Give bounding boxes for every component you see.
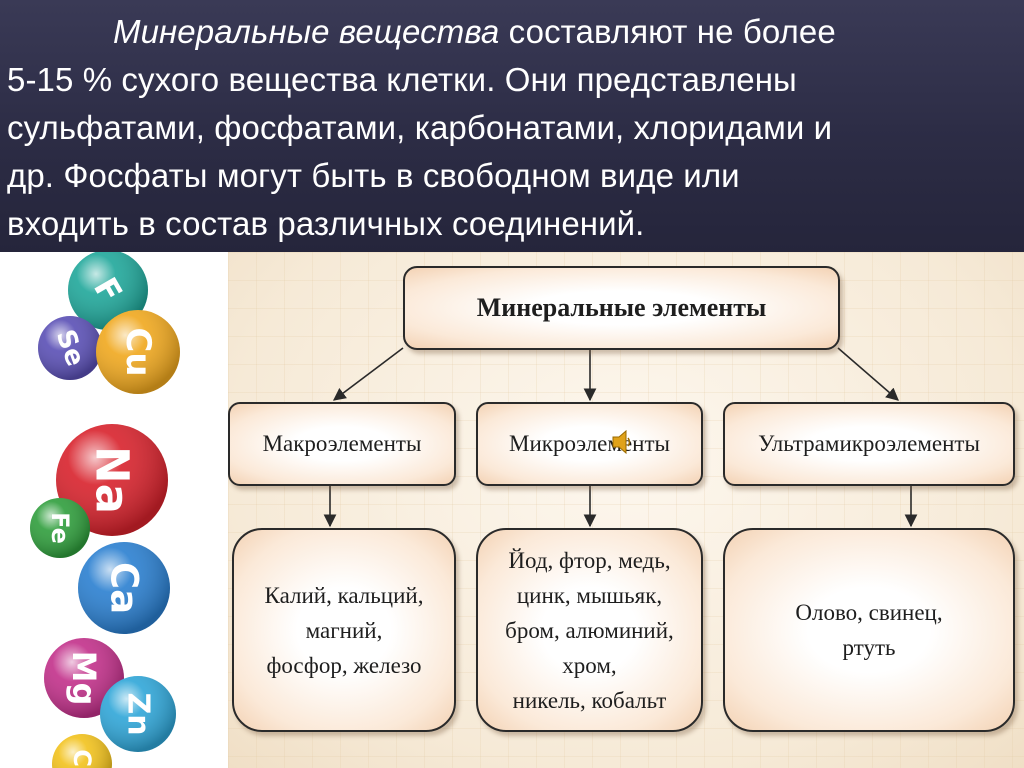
diagram-arrows xyxy=(323,347,918,528)
element-ball-cu: Cu xyxy=(96,310,180,394)
element-symbol: Cr xyxy=(68,749,96,768)
list-item: магний, xyxy=(305,617,383,643)
element-symbol: Mg xyxy=(65,651,103,706)
header-text-block: Минеральные вещества составляют не более… xyxy=(0,0,1024,252)
list-item: цинк, мышьяк, xyxy=(516,582,663,608)
header-line-5: входить в состав различных соединений. xyxy=(7,205,645,242)
list-item: Олово, свинец, xyxy=(795,600,943,625)
element-symbol: Zn xyxy=(121,692,156,735)
element-symbol: Cu xyxy=(118,327,158,376)
arrow-root-to-ultra xyxy=(837,347,899,401)
header-lead-rest: составляют не более xyxy=(499,13,836,50)
category-ultramicroelements: Ультрамикроэлементы xyxy=(723,402,1015,486)
header-line-4: др. Фосфаты могут быть в свободном виде … xyxy=(7,157,740,194)
category-macroelements: Макроэлементы xyxy=(228,402,456,486)
arrow-root-to-macro xyxy=(332,347,404,401)
element-symbol: Fe xyxy=(46,512,74,544)
list-item: фосфор, железо xyxy=(266,652,422,678)
mineral-elements-diagram: Минеральные элементы Макроэлементы Микро… xyxy=(228,252,1024,768)
header-line-2: 5-15 % сухого вещества клетки. Они предс… xyxy=(7,61,797,98)
header-lead-italic: Минеральные вещества xyxy=(113,13,500,50)
list-item: Калий, кальций, xyxy=(264,582,424,608)
ultramicroelements-list: Олово, свинец, ртуть xyxy=(723,528,1015,732)
root-node-mineral-elements: Минеральные элементы xyxy=(403,266,840,350)
list-item: ртуть xyxy=(842,635,896,660)
microelements-list: Йод, фтор, медь, цинк, мышьяк, бром, алю… xyxy=(476,528,703,732)
element-ball-na: Na xyxy=(56,424,168,536)
element-ball-zn: Zn xyxy=(100,676,176,752)
element-ball-fe: Fe xyxy=(30,498,90,558)
header-line-3: сульфатами, фосфатами, карбонатами, хлор… xyxy=(7,109,833,146)
element-ball-ca: Ca xyxy=(78,542,170,634)
sound-speaker-icon[interactable] xyxy=(611,428,633,456)
element-ball-se: Se xyxy=(38,316,102,380)
header-line-1: Минеральные вещества составляют не более xyxy=(7,8,1002,56)
list-item: бром, алюминий, xyxy=(505,617,674,643)
element-ball-f: F xyxy=(68,252,148,330)
list-item: Йод, фтор, медь, xyxy=(508,547,671,573)
element-symbol: Ca xyxy=(103,562,146,614)
element-ball-cr: Cr xyxy=(52,734,112,768)
list-item: никель, кобальт xyxy=(512,687,667,713)
category-microelements: Микроэлементы xyxy=(476,402,703,486)
list-item: хром, xyxy=(562,652,617,678)
macroelements-list: Калий, кальций, магний, фосфор, железо xyxy=(232,528,456,732)
element-symbol: Na xyxy=(86,446,139,514)
